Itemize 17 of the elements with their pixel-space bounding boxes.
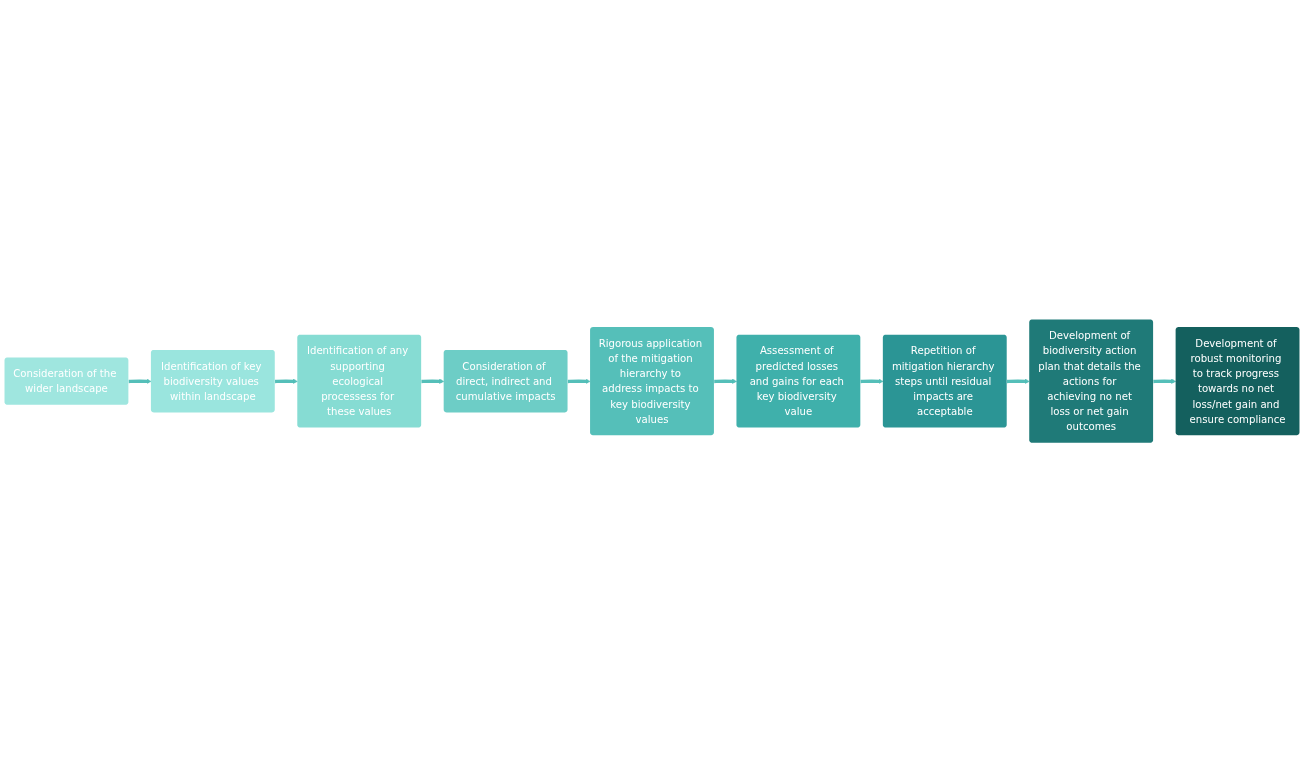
node-box: Consideration of direct, indirect and cumulative impacts: [443, 350, 568, 413]
arrow: [275, 379, 298, 385]
node-box: Development of robust monitoring to track progress towards no net loss/net gain and ensure compliance: [1175, 327, 1300, 436]
node-box: Rigorous application of the mitigation hierarchy to address impacts to key biodiversity values: [590, 327, 714, 436]
arrow: [421, 379, 445, 385]
node-box: Identification of key biodiversity values within landscape: [150, 350, 275, 413]
node-box: Repetition of mitigation hierarchy steps until residual impacts are acceptable: [882, 335, 1007, 428]
node-box: Development of biodiversity action plan that details the actions for achieving no net loss or net gain outcomes: [1029, 319, 1154, 444]
node-box: Assessment of predicted losses and gains for each key biodiversity value: [736, 335, 861, 428]
arrow: [860, 379, 884, 385]
arrow: [1153, 379, 1177, 385]
arrow: [714, 379, 737, 385]
arrow: [567, 379, 591, 385]
arrow: [128, 379, 152, 385]
node-box: Identification of any supporting ecological processess for these values: [297, 335, 422, 428]
arrow: [1006, 379, 1030, 385]
node-box: Consideration of the wider landscape: [4, 357, 129, 406]
